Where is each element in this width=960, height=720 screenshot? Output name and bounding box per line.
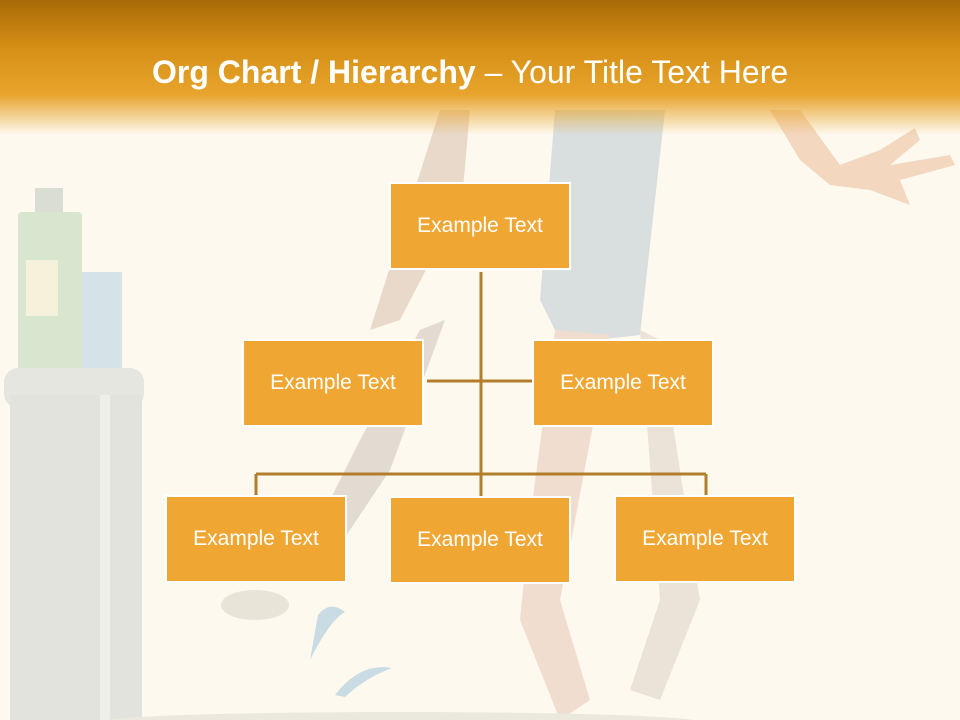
org-node-level3-right[interactable]: Example Text — [614, 495, 796, 583]
bottle-label-shape — [26, 260, 58, 316]
org-node-label: Example Text — [193, 527, 319, 550]
org-node-label: Example Text — [417, 214, 543, 237]
title-subtitle: Your Title Text Here — [510, 54, 789, 90]
org-node-label: Example Text — [270, 371, 396, 394]
org-node-label: Example Text — [642, 527, 768, 550]
slide-title: Org Chart / Hierarchy – Your Title Text … — [152, 54, 788, 91]
org-node-level3-center[interactable]: Example Text — [389, 496, 571, 584]
org-node-label: Example Text — [417, 528, 543, 551]
org-node-label: Example Text — [560, 371, 686, 394]
org-node-root[interactable]: Example Text — [389, 182, 571, 270]
org-node-level3-left[interactable]: Example Text — [165, 495, 347, 583]
box-shape — [82, 272, 122, 372]
org-node-level2-right[interactable]: Example Text — [532, 339, 714, 427]
header-band — [0, 0, 960, 135]
cabinet-shape — [10, 395, 142, 720]
title-main: Org Chart / Hierarchy — [152, 54, 476, 90]
title-dash: – — [484, 54, 503, 90]
org-node-level2-left[interactable]: Example Text — [242, 339, 424, 427]
